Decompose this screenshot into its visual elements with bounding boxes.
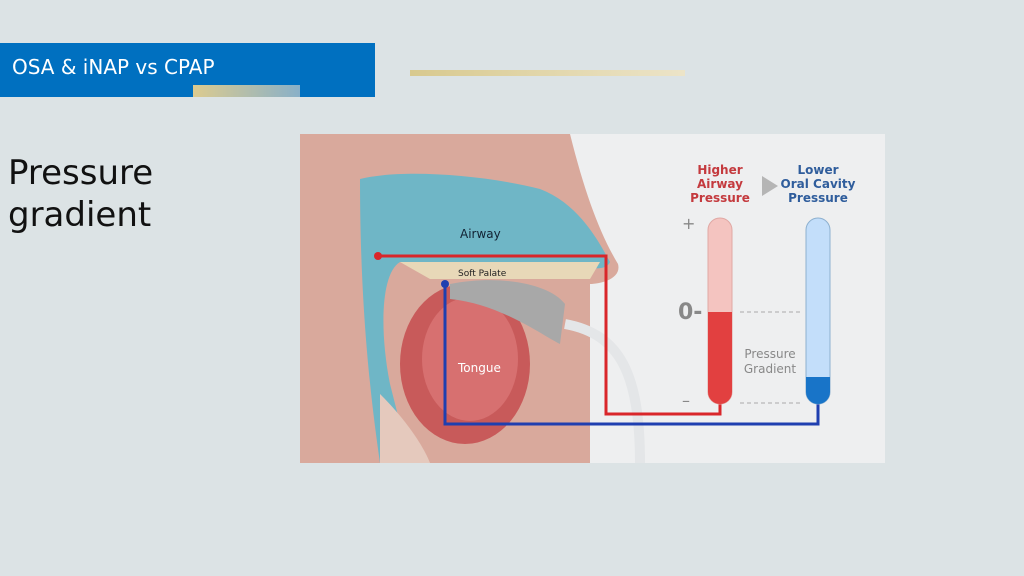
- red-pressure-line: [378, 254, 722, 416]
- label-airway: Airway: [460, 227, 501, 241]
- slide-heading: Pressure gradient: [8, 152, 153, 236]
- higher-line1: Higher: [697, 163, 742, 177]
- accent-line: [410, 70, 685, 76]
- accent-bar: [193, 85, 300, 97]
- gradient-line1: Pressure: [744, 347, 795, 361]
- label-tongue: Tongue: [457, 361, 501, 375]
- lower-pressure-tube: [805, 217, 831, 405]
- lower-line2: Oral Cavity: [781, 177, 856, 191]
- pressure-diagram: Airway Soft Palate Tongue Higher Airway …: [300, 134, 885, 464]
- scale-minus: –: [682, 391, 690, 410]
- chin: [380, 394, 430, 463]
- blue-pressure-line: [443, 284, 820, 426]
- title-banner: [0, 43, 375, 97]
- lower-line1: Lower: [797, 163, 838, 177]
- slide-title: OSA & iNAP vs CPAP: [12, 55, 215, 79]
- scale-plus: +: [682, 214, 695, 233]
- heading-line-2: gradient: [8, 195, 152, 235]
- arrow-icon: [762, 176, 778, 196]
- higher-line2: Airway: [697, 177, 743, 191]
- higher-line3: Pressure: [690, 191, 750, 205]
- tube: [564, 319, 645, 464]
- lower-line3: Pressure: [788, 191, 848, 205]
- gradient-line2: Gradient: [744, 362, 797, 376]
- heading-line-1: Pressure: [8, 153, 154, 193]
- scale-zero: 0-: [678, 300, 702, 325]
- palate: [400, 262, 600, 279]
- airway-region: [360, 173, 610, 463]
- label-soft-palate: Soft Palate: [458, 269, 507, 279]
- mouthpiece: [450, 280, 565, 344]
